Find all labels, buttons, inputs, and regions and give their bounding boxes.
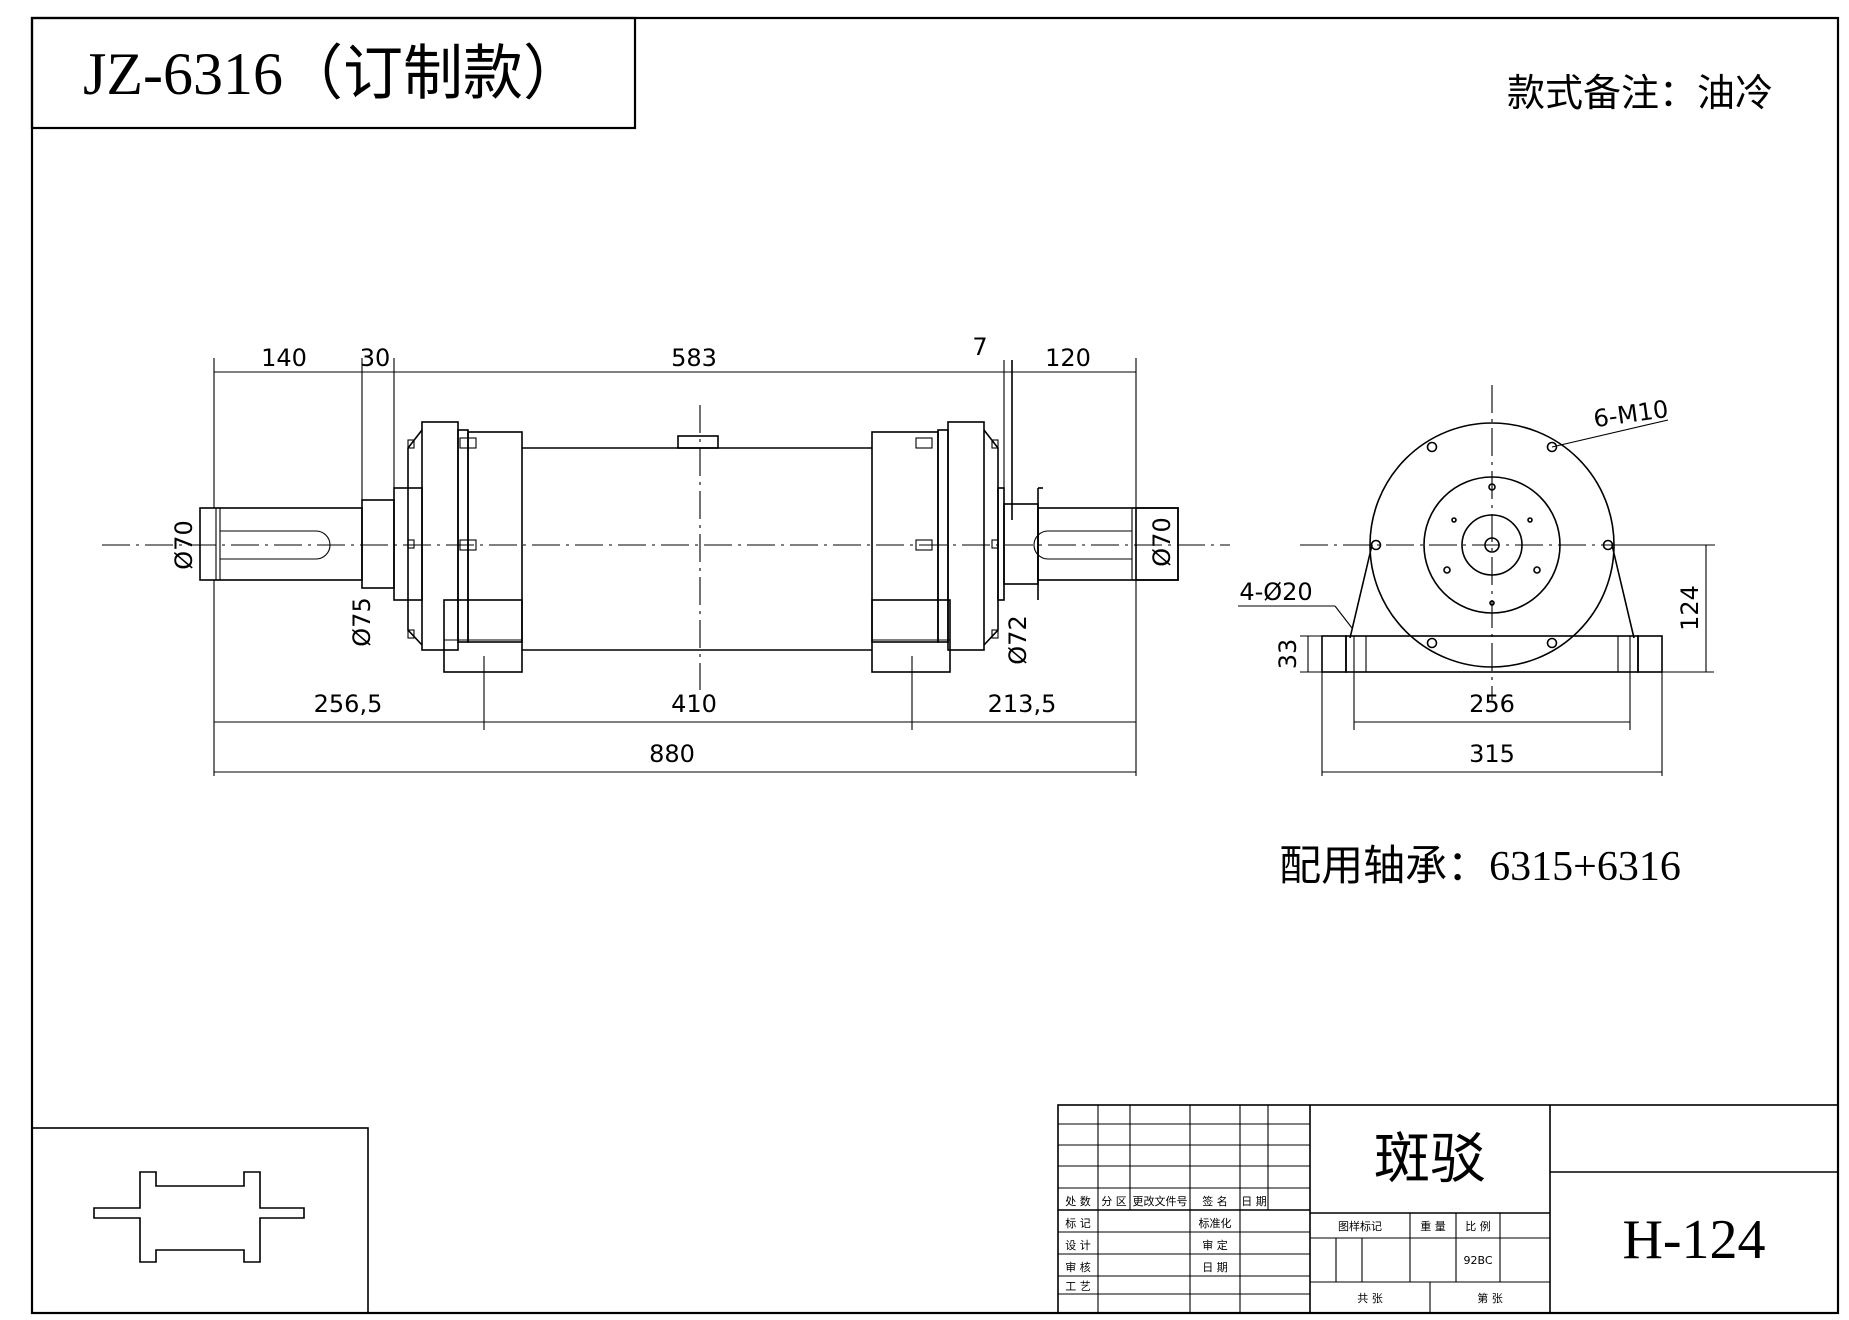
dim-213-5: 213,5	[988, 690, 1057, 718]
dim-124: 124	[1676, 585, 1704, 631]
left-flange	[421, 421, 459, 651]
dim-256: 256	[1469, 690, 1515, 718]
tb-sheet-number: 第 张	[1477, 1291, 1503, 1305]
bolt-hole	[1426, 441, 1438, 453]
tb-label-weight: 重 量	[1420, 1219, 1446, 1233]
left-keyway	[220, 530, 331, 560]
end-view	[1238, 385, 1720, 776]
bolt-hole	[1370, 539, 1382, 551]
side-view	[102, 358, 1230, 776]
bearing-note: 配用轴承：6315+6316	[1279, 844, 1681, 890]
dim-dia72: Ø72	[1004, 615, 1032, 664]
dim-4-dia20: 4-Ø20	[1239, 578, 1312, 606]
title-box	[30, 16, 637, 130]
drawing-number: H-124	[1622, 1209, 1765, 1271]
dim-120: 120	[1045, 344, 1091, 372]
style-note: 款式备注：油冷	[1507, 73, 1773, 115]
dim-7: 7	[972, 333, 987, 361]
title-block	[1057, 1104, 1839, 1314]
dim-33: 33	[1274, 639, 1302, 670]
tb-label-check: 审 核	[1065, 1260, 1091, 1274]
drawing-title: JZ-6316（订制款）	[83, 41, 583, 107]
tb-header-2: 分 区	[1101, 1195, 1127, 1208]
tb-header-3: 更改文件号	[1133, 1194, 1188, 1208]
dim-30: 30	[360, 344, 391, 372]
drawing-frame	[30, 16, 1840, 1315]
tb-sheets-total: 共 张	[1357, 1292, 1383, 1305]
left-shaft	[199, 507, 363, 581]
tb-label-date: 日 期	[1202, 1261, 1228, 1274]
left-end-cover	[467, 431, 523, 643]
thumbnail-box	[31, 1127, 369, 1314]
tb-header-1: 处 数	[1065, 1195, 1091, 1208]
tb-label-design: 设 计	[1065, 1239, 1091, 1252]
tb-header-4: 签 名	[1202, 1194, 1228, 1208]
company-name: 斑驳	[1374, 1129, 1486, 1191]
dim-dia75: Ø75	[348, 597, 376, 646]
tb-label-approve: 审 定	[1202, 1238, 1228, 1252]
bolt-hole	[1546, 637, 1558, 649]
right-foot	[871, 599, 951, 673]
tb-label-standard: 标准化	[1199, 1216, 1232, 1230]
left-collar	[361, 499, 395, 589]
tb-label-mark: 标 记	[1065, 1216, 1091, 1230]
right-end-cover	[871, 431, 939, 643]
dim-880: 880	[649, 740, 695, 768]
end-mid-circle	[1423, 476, 1561, 614]
dim-dia70-left: Ø70	[170, 520, 198, 569]
right-collar	[1003, 503, 1039, 585]
tb-label-process: 工 艺	[1065, 1280, 1091, 1293]
right-keyway	[1033, 530, 1132, 560]
tb-label-ratio: 比 例	[1465, 1219, 1491, 1233]
bolt-hole	[1546, 441, 1558, 453]
dim-256-5: 256,5	[314, 690, 383, 718]
right-flange	[947, 421, 985, 651]
dim-315: 315	[1469, 740, 1515, 768]
dim-140: 140	[261, 344, 307, 372]
left-foot	[443, 599, 523, 673]
tb-label-pattern: 图样标记	[1338, 1219, 1382, 1233]
dim-410: 410	[671, 690, 717, 718]
tb-header-5: 日 期	[1241, 1195, 1267, 1208]
dim-583: 583	[671, 344, 717, 372]
thumbnail-profile	[93, 1171, 305, 1263]
bolt-hole	[1426, 637, 1438, 649]
dim-dia70-right: Ø70	[1148, 517, 1176, 566]
dim-6-m10: 6-M10	[1592, 395, 1670, 433]
tb-scale-value: 92BC	[1463, 1254, 1492, 1267]
oil-plug	[677, 435, 719, 449]
end-inner-circle	[1461, 514, 1523, 576]
